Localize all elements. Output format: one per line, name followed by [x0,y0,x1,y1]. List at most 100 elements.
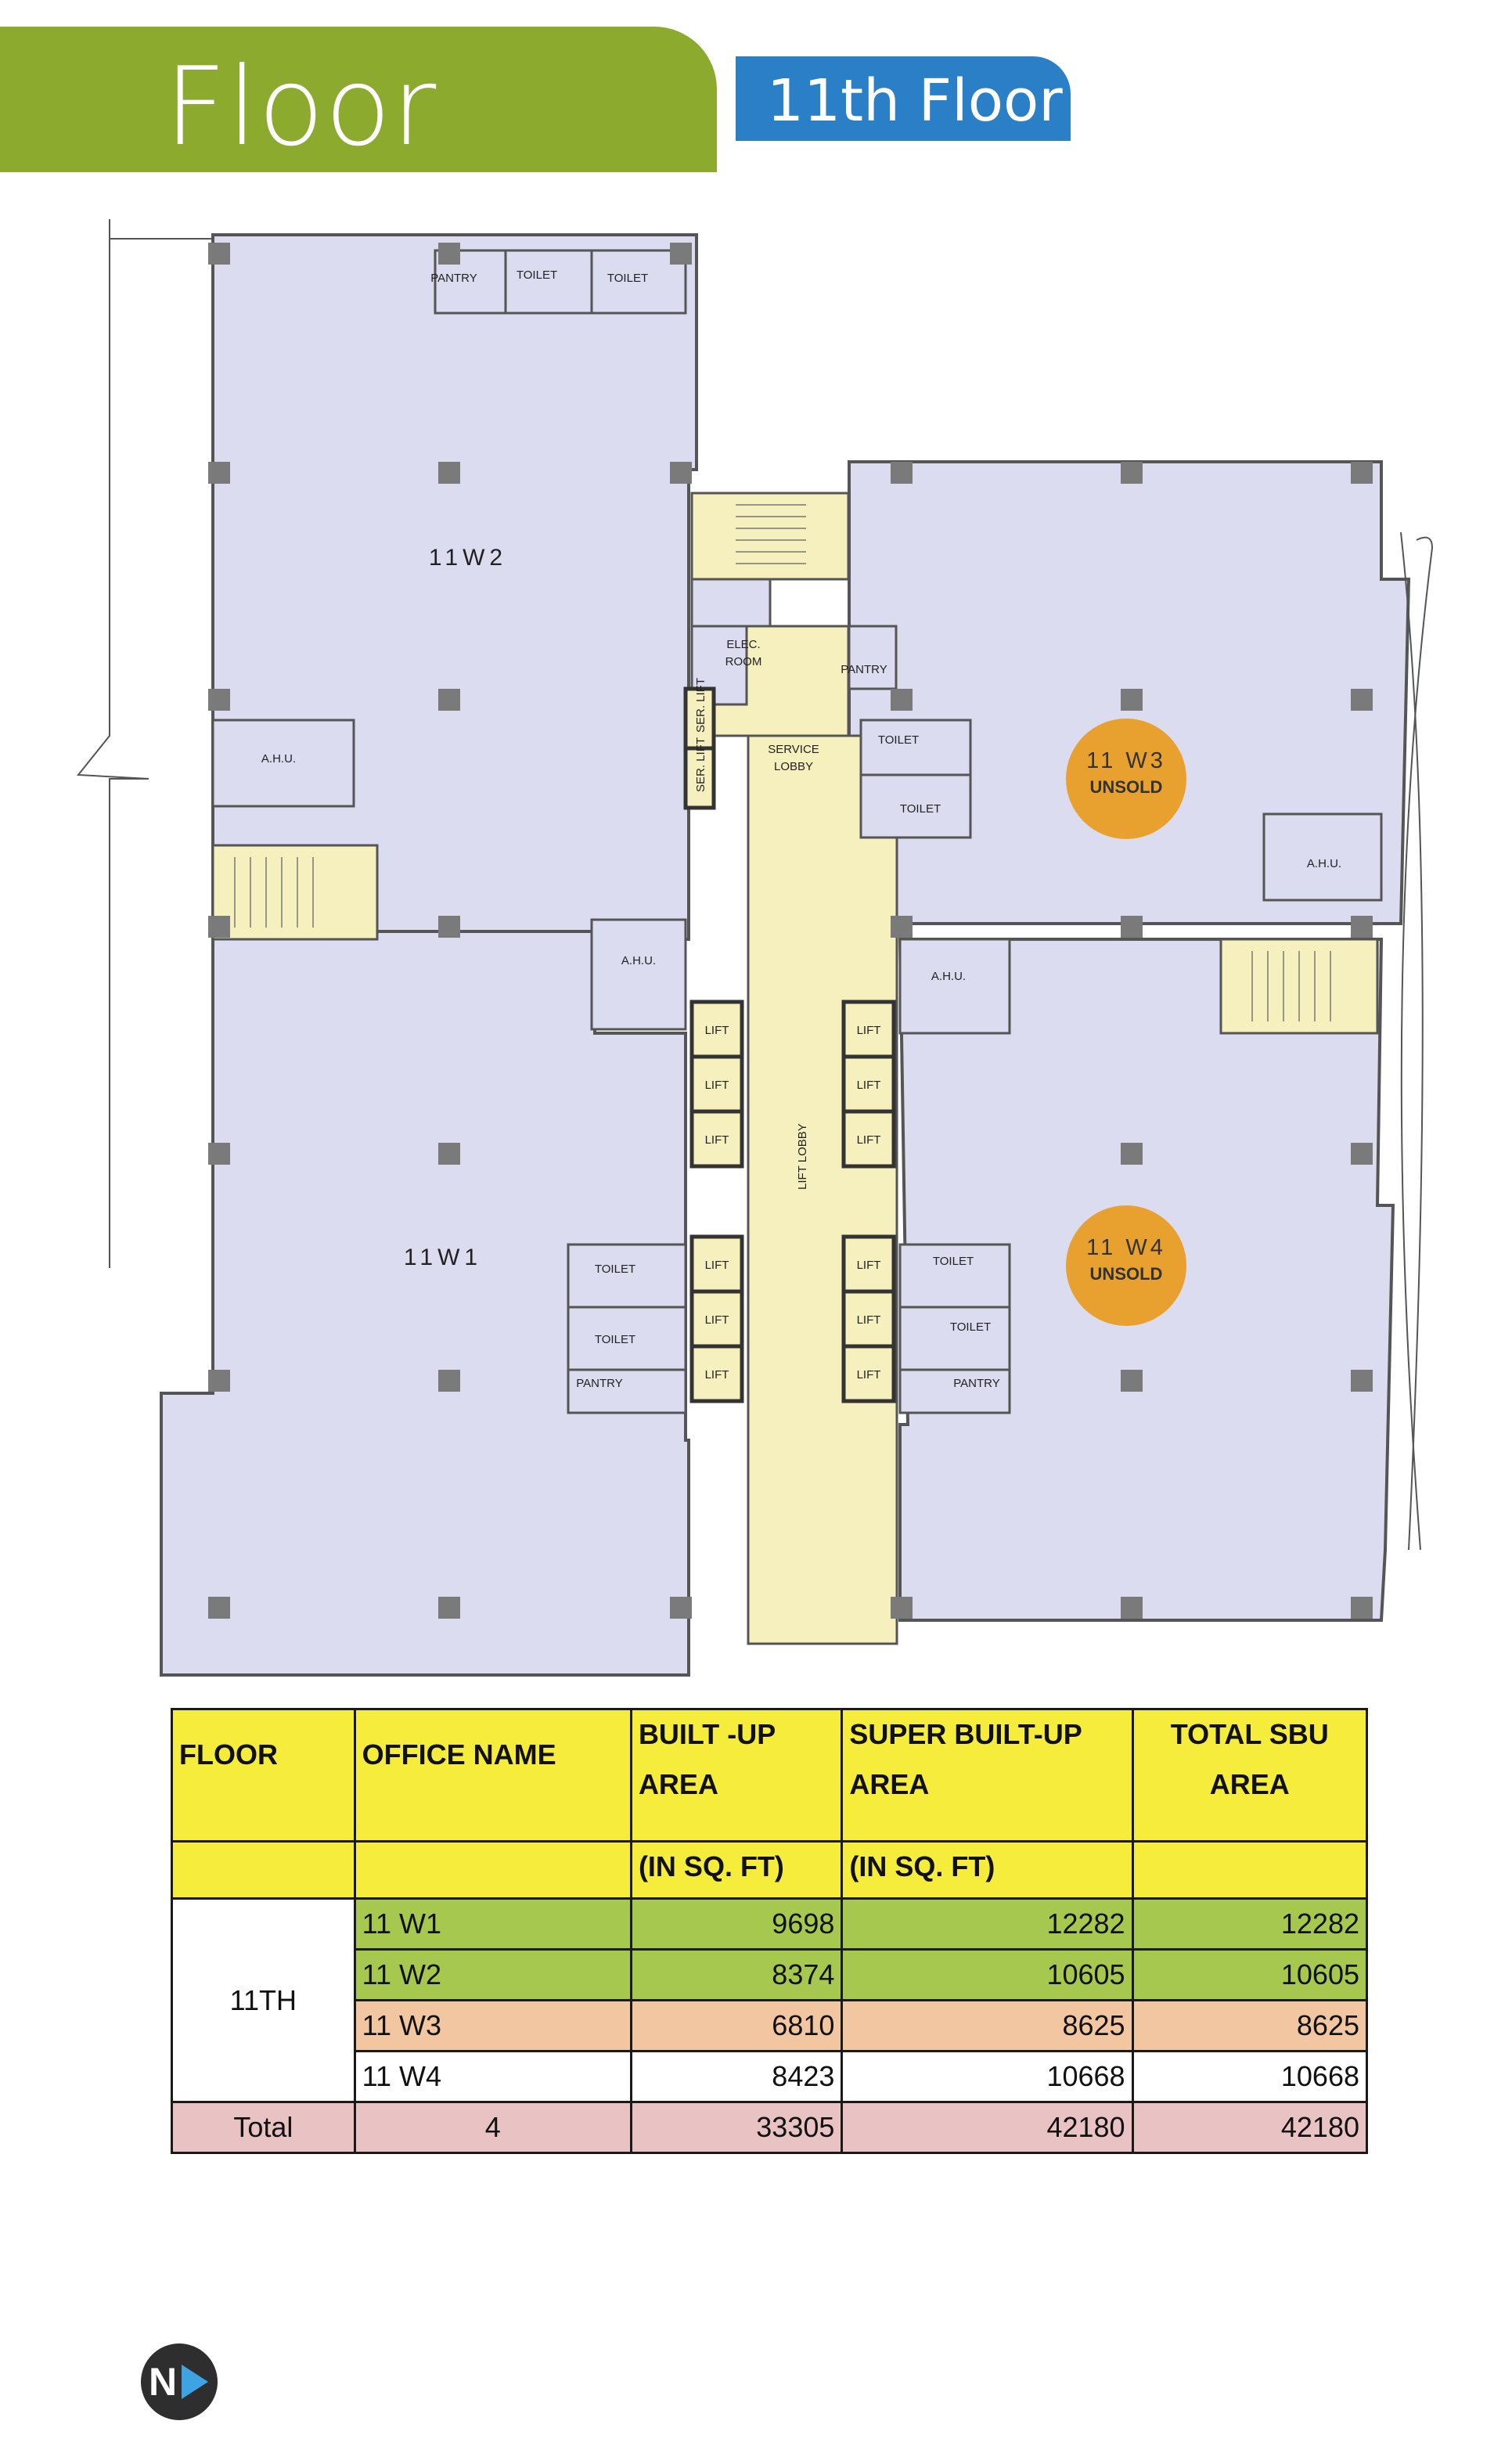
header-empty [171,1840,356,1900]
built-up-cell: 9698 [629,1897,844,1951]
room-label-toilet: TOILET [878,733,919,747]
floor-plan: 11W2 11W1 PANTRY TOILET TOILET A.H.U. A.… [77,219,1434,1677]
unit-badge-11w3[interactable]: 11 W3 UNSOLD [1066,719,1186,839]
super-cell: 8625 [841,1999,1134,2052]
header-empty [1131,1840,1369,1900]
lift-label: LIFT [705,1024,729,1037]
lift-label: LIFT [857,1133,881,1147]
sbu-cell: 12282 [1131,1897,1369,1951]
unit-badge-11w4[interactable]: 11 W4 UNSOLD [1066,1205,1186,1326]
total-label: Total [171,2101,356,2154]
total-sbu: 42180 [1131,2101,1369,2154]
badge-unit-name: 11 W3 [1086,748,1166,773]
lift-label: LIFT [705,1368,729,1381]
room-label-toilet: TOILET [595,1333,635,1346]
header-built-up-line1: BUILT -UP [638,1718,776,1750]
badge-status: UNSOLD [1089,1264,1163,1284]
office-areas [160,233,1411,1677]
lift-label: LIFT [857,1079,881,1092]
lift-label: LIFT [705,1133,729,1147]
central-core [211,492,1379,1645]
lift-lobby-label: LIFT LOBBY [796,1123,809,1190]
lift-label: LIFT [857,1368,881,1381]
office-cell: 11 W1 [353,1897,632,1951]
badge-unit-name: 11 W4 [1086,1235,1166,1260]
floor-tab[interactable]: 11th Floor [736,56,1071,141]
stair-north [690,492,850,581]
room-label-elec-2: ROOM [725,655,762,668]
office-cell: 11 W3 [353,1999,632,2052]
header-super-line1: SUPER BUILT-UP [849,1718,1082,1750]
room-label-toilet: TOILET [607,272,648,285]
room-label-toilet: TOILET [595,1263,635,1276]
lift-shafts [683,686,896,1403]
room-label-toilet: TOILET [933,1255,974,1268]
super-cell: 12282 [841,1897,1134,1951]
site-outline [77,219,1434,1551]
area-table: FLOOR OFFICE NAME BUILT -UP AREA SUPER B… [171,1708,1369,2154]
super-cell: 10605 [841,1948,1134,2001]
room-label-pantry: PANTRY [576,1377,622,1390]
total-count: 4 [353,2101,632,2154]
lift-label: LIFT [705,1259,729,1272]
room-label-toilet: TOILET [900,802,941,816]
columns [208,243,1373,1619]
header-empty [353,1840,632,1900]
header-total-sbu: TOTAL SBU AREA [1131,1708,1369,1843]
room-label-elec-1: ELEC. [726,638,760,651]
unit-label-11w1: 11W1 [404,1245,482,1270]
floor-tab-label: 11th Floor [767,67,1063,135]
page-title: Floor Plans [164,44,455,296]
super-cell: 10668 [841,2050,1134,2103]
office-cell: 11 W4 [353,2050,632,2103]
wing-11w2 [211,233,698,941]
rooms [211,249,1383,1414]
room-label-ahu: A.H.U. [931,970,966,983]
room-label-ahu: A.H.U. [1307,857,1341,870]
total-super: 42180 [841,2101,1134,2154]
badge-status: UNSOLD [1089,777,1163,797]
room-label-ahu: A.H.U. [621,954,656,967]
compass-letter: N [149,2360,178,2404]
unit-label-11w2: 11W2 [429,545,507,571]
title-banner: Floor Plans [0,27,717,296]
office-cell: 11 W2 [353,1948,632,2001]
room-label-toilet: TOILET [517,268,557,282]
lift-label: LIFT [857,1313,881,1327]
table-row: 11 W2 8374 10605 10605 [172,1948,1369,2001]
header-built-up-unit: (IN SQ. FT) [629,1840,844,1900]
total-built-up: 33305 [629,2101,844,2154]
sbu-cell: 10668 [1131,2050,1369,2103]
header-office-name: OFFICE NAME [353,1708,632,1843]
sbu-cell: 10605 [1131,1948,1369,2001]
header-super-unit: (IN SQ. FT) [841,1840,1134,1900]
total-row: Total 4 33305 42180 42180 [171,2101,1369,2154]
built-up-cell: 6810 [629,1999,844,2052]
north-compass-icon: N [141,2343,218,2420]
lift-lobby [747,734,898,1645]
room-label-ahu: A.H.U. [261,752,296,765]
room-label-toilet: TOILET [950,1320,991,1334]
room-label-service-2: LOBBY [774,760,813,773]
room-label-pantry: PANTRY [953,1377,999,1390]
built-up-cell: 8374 [629,1948,844,2001]
lift-label: LIFT [857,1259,881,1272]
lift-label: LIFT [705,1079,729,1092]
built-up-cell: 8423 [629,2050,844,2103]
sbu-cell: 8625 [1131,1999,1369,2052]
room-label-ser-lift: SER. LIFT [694,737,707,792]
header-built-up-line2: AREA [638,1768,718,1800]
header-floor: FLOOR [171,1708,356,1843]
room-label-ser-lift: SER. LIFT [694,678,707,733]
header-super-line2: AREA [849,1768,930,1800]
lift-label: LIFT [857,1024,881,1037]
room-label-service-1: SERVICE [768,743,819,756]
room-label-pantry: PANTRY [841,663,887,676]
stair-treads [234,504,1331,1021]
room-label-pantry: PANTRY [430,272,477,285]
header-super-built-up: SUPER BUILT-UP AREA [841,1708,1134,1843]
lift-label: LIFT [705,1313,729,1327]
header-sbu-line2: AREA [1209,1768,1290,1800]
table-row: 11TH 11 W1 9698 12282 12282 [171,1897,1369,2103]
stair-west [211,844,379,941]
